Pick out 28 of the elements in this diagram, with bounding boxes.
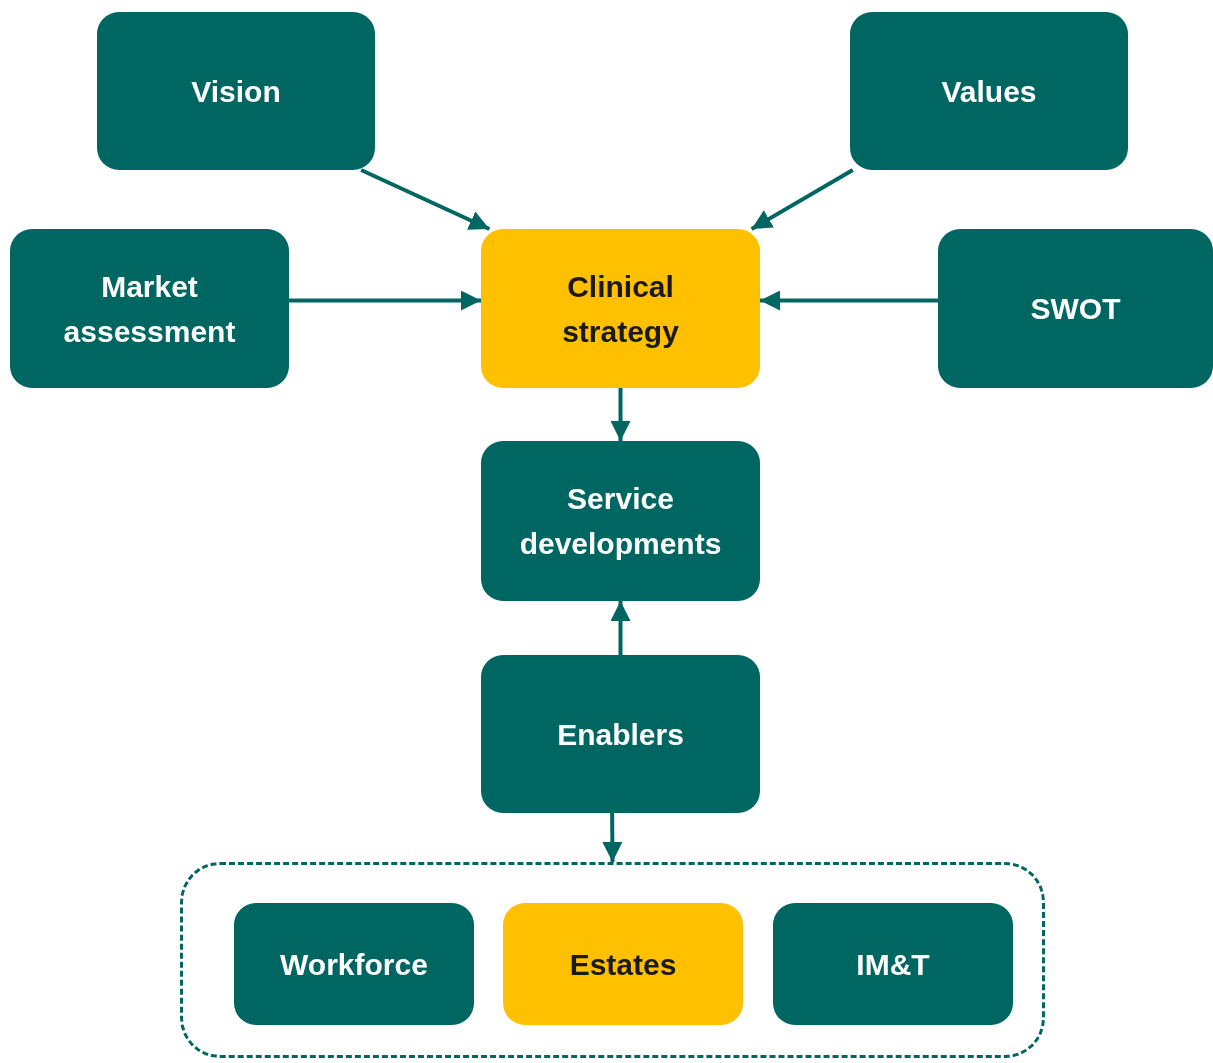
process-box <box>481 441 760 601</box>
process-box <box>481 655 760 813</box>
box-label: IM&T <box>856 946 930 983</box>
process-box <box>850 12 1128 170</box>
process-box <box>97 12 375 170</box>
box-label: SWOT <box>1030 291 1121 327</box>
box-label: Market assessment <box>62 268 237 350</box>
process-box <box>938 229 1213 388</box>
arrow <box>610 388 631 441</box>
arrow <box>610 601 631 655</box>
arrow <box>289 290 481 311</box>
process-box <box>234 903 474 1025</box>
highlight-box <box>503 903 743 1025</box>
box-label: Estates <box>569 946 677 983</box>
arrow <box>360 168 491 231</box>
arrow <box>760 290 938 311</box>
box-label: Workforce <box>280 946 428 983</box>
process-box <box>10 229 289 388</box>
highlight-box <box>481 229 760 388</box>
arrow <box>750 168 854 231</box>
box-label: Clinical strategy <box>561 268 680 350</box>
arrow <box>602 813 623 862</box>
box-label: Values <box>941 73 1037 110</box>
box-label: Enablers <box>557 716 684 753</box>
box-label: Service developments <box>518 481 723 562</box>
dashed-group <box>180 862 1045 1058</box>
box-label: Vision <box>191 73 281 110</box>
process-box <box>773 903 1013 1025</box>
